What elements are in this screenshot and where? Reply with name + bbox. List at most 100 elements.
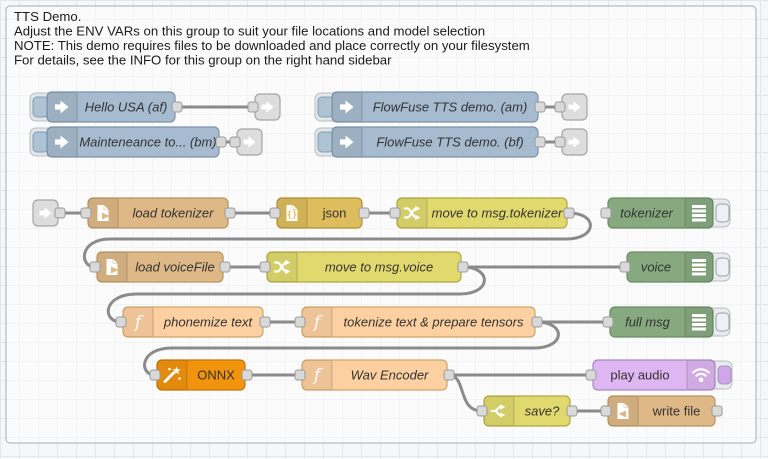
write-file-output-port[interactable]: [711, 405, 723, 417]
node-play-audio[interactable]: play audio: [585, 359, 733, 391]
debug-full-msg-input-port[interactable]: [602, 316, 614, 328]
svg-text:f: f: [312, 313, 323, 333]
node-link-out-2[interactable]: [554, 93, 588, 121]
move-to-msg-voice-label: move to msg.voice: [325, 260, 433, 275]
inject-flowfuse-bf-output-port[interactable]: [534, 136, 546, 148]
move-to-msg-voice-input-port[interactable]: [259, 261, 271, 273]
node-debug-full-msg[interactable]: full msg: [602, 306, 731, 338]
inject-flowfuse-am-label: FlowFuse TTS demo. (am): [373, 100, 528, 115]
move-to-msg-tokenizer-label: move to msg.tokenizer: [432, 206, 563, 221]
inject-flowfuse-am-trigger-button[interactable]: [317, 96, 334, 118]
group-label-line: TTS Demo.: [14, 9, 81, 24]
onnx-output-port[interactable]: [241, 369, 253, 381]
file-out-icon: [106, 259, 119, 275]
save-switch-label: save?: [525, 404, 560, 419]
node-inject-maintenance[interactable]: Mainteneance to... (bm): [29, 126, 227, 158]
node-link-out-4[interactable]: [554, 128, 588, 156]
debug-tokenizer-icon-shade: [685, 198, 713, 228]
group-label-line: Adjust the ENV VARs on this group to sui…: [14, 24, 485, 39]
inject-flowfuse-bf-trigger-button[interactable]: [317, 131, 334, 153]
link-out-4-input-port[interactable]: [554, 136, 566, 148]
wire-tokenize-text-to-onnx[interactable]: [143, 320, 560, 377]
inject-maintenance-output-port[interactable]: [215, 136, 227, 148]
debug-tokenizer-label: tokenizer: [620, 206, 673, 221]
debug-tokenizer-toggle-button[interactable]: [715, 203, 730, 223]
svg-text:f: f: [312, 366, 323, 386]
debug-full-msg-toggle-button[interactable]: [715, 312, 730, 332]
group-label-line: For details, see the INFO for this group…: [14, 53, 392, 68]
load-voicefile-output-port[interactable]: [219, 261, 231, 273]
node-move-to-msg-tokenizer[interactable]: move to msg.tokenizer: [389, 197, 575, 229]
debug-lines-icon: [692, 259, 706, 276]
fork-icon: [490, 404, 506, 418]
inject-hello-usa-output-port[interactable]: [171, 101, 183, 113]
load-tokenizer-input-port[interactable]: [80, 207, 92, 219]
link-out-3-input-port[interactable]: [229, 136, 241, 148]
node-debug-tokenizer[interactable]: tokenizer: [600, 197, 731, 229]
debug-voice-input-port[interactable]: [619, 261, 631, 273]
debug-lines-icon: [692, 205, 706, 222]
debug-tokenizer-input-port[interactable]: [600, 207, 612, 219]
tokenize-text-input-port[interactable]: [294, 316, 306, 328]
write-file-label: write file: [652, 404, 701, 419]
move-to-msg-tokenizer-input-port[interactable]: [389, 207, 401, 219]
node-json[interactable]: {}json: [269, 197, 370, 229]
write-file-input-port[interactable]: [600, 405, 612, 417]
node-onnx[interactable]: ONNX: [149, 359, 253, 391]
link-in-1-output-port[interactable]: [54, 207, 66, 219]
save-switch-input-port[interactable]: [476, 405, 488, 417]
node-write-file[interactable]: write file: [600, 395, 723, 427]
play-audio-label: play audio: [610, 368, 669, 383]
link-out-1-input-port[interactable]: [247, 101, 259, 113]
save-switch-output-port[interactable]: [566, 405, 578, 417]
node-inject-flowfuse-am[interactable]: FlowFuse TTS demo. (am): [314, 91, 546, 123]
wire-move-to-msg-tokenizer-to-load-voicefile[interactable]: [82, 211, 592, 269]
inject-flowfuse-am-output-port[interactable]: [534, 101, 546, 113]
wand-icon: [163, 366, 181, 383]
debug-voice-icon-shade: [685, 252, 713, 282]
phonemize-text-output-port[interactable]: [259, 316, 271, 328]
move-to-msg-voice-output-port[interactable]: [457, 261, 469, 273]
move-to-msg-tokenizer-output-port[interactable]: [563, 207, 575, 219]
group-label-line: NOTE: This demo requires files to be dow…: [14, 38, 530, 53]
load-tokenizer-output-port[interactable]: [224, 207, 236, 219]
link-out-2-input-port[interactable]: [554, 101, 566, 113]
tokenize-text-output-port[interactable]: [531, 316, 543, 328]
wav-encoder-output-port[interactable]: [443, 369, 455, 381]
onnx-input-port[interactable]: [149, 369, 161, 381]
inject-maintenance-trigger-button[interactable]: [32, 131, 49, 153]
link-icon: [261, 101, 274, 113]
function-icon: f: [312, 366, 323, 386]
node-load-tokenizer[interactable]: load tokenizer: [80, 197, 236, 229]
phonemize-text-input-port[interactable]: [115, 316, 127, 328]
node-debug-voice[interactable]: voice: [619, 251, 731, 283]
json-input-port[interactable]: [269, 207, 281, 219]
debug-voice-toggle-button[interactable]: [715, 257, 730, 277]
node-link-in-1[interactable]: [32, 199, 66, 227]
wire-move-to-msg-voice-to-phonemize-text[interactable]: [106, 265, 486, 324]
load-voicefile-input-port[interactable]: [89, 261, 101, 273]
svg-text:f: f: [133, 313, 144, 333]
function-icon: f: [133, 313, 144, 333]
inject-hello-usa-trigger-button[interactable]: [32, 96, 49, 118]
load-voicefile-label: load voiceFile: [135, 260, 215, 275]
node-inject-hello-usa[interactable]: Hello USA (af): [29, 91, 183, 123]
play-audio-toggle-button[interactable]: [717, 365, 732, 385]
node-link-out-1[interactable]: [247, 93, 281, 121]
node-save-switch[interactable]: save?: [476, 395, 578, 427]
node-load-voicefile[interactable]: load voiceFile: [89, 251, 231, 283]
debug-full-msg-icon-shade: [685, 307, 713, 337]
wav-encoder-input-port[interactable]: [294, 369, 306, 381]
play-audio-input-port[interactable]: [585, 369, 597, 381]
node-move-to-msg-voice[interactable]: move to msg.voice: [259, 251, 469, 283]
json-output-port[interactable]: [358, 207, 370, 219]
play-audio-icon-shade: [687, 360, 715, 390]
node-link-out-3[interactable]: [229, 128, 263, 156]
link-icon: [568, 101, 581, 113]
node-inject-flowfuse-bf[interactable]: FlowFuse TTS demo. (bf): [314, 126, 546, 158]
